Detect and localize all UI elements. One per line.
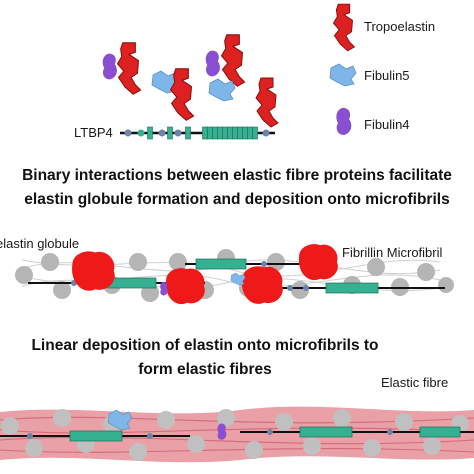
linear-deposition-heading-line1: Linear deposition of elastin onto microf… bbox=[31, 337, 378, 354]
fibulin4-protein bbox=[217, 423, 227, 440]
ltbp4-label: LTBP4 bbox=[74, 125, 113, 140]
protein-complexes-panel bbox=[102, 34, 279, 128]
fibulin4-protein bbox=[205, 50, 220, 77]
tropoelastin-legend-icon bbox=[333, 3, 355, 52]
ltbp4-molecule: LTBP4 bbox=[74, 125, 275, 140]
fibulin5-legend-icon bbox=[329, 63, 357, 87]
microfibril-panel: elastin globule Fibrillin Microfibril bbox=[0, 236, 454, 305]
fibulin4-legend-icon bbox=[336, 107, 352, 135]
tropoelastin-protein bbox=[116, 42, 142, 95]
binary-interactions-heading-line1: Binary interactions between elastic fibr… bbox=[22, 167, 452, 184]
elastic-fibre-label: Elastic fibre bbox=[381, 375, 448, 390]
fibre-beads bbox=[1, 409, 469, 461]
legend: Tropoelastin Fibulin5 Fibulin4 bbox=[329, 3, 435, 135]
elastic-fibre-panel: Elastic fibre bbox=[0, 375, 474, 463]
legend-fibulin4-label: Fibulin4 bbox=[364, 117, 410, 132]
tropoelastin-protein bbox=[169, 68, 195, 121]
linear-deposition-heading-line2: form elastic fibres bbox=[138, 361, 272, 378]
legend-fibulin5-label: Fibulin5 bbox=[364, 68, 410, 83]
fibre-ltbp4-strands bbox=[0, 426, 474, 442]
fibulin4-protein bbox=[102, 53, 117, 80]
elastin-globule-label: elastin globule bbox=[0, 236, 79, 251]
tropoelastin-protein bbox=[255, 77, 279, 128]
fibulin5-protein bbox=[208, 78, 236, 102]
legend-tropoelastin-label: Tropoelastin bbox=[364, 19, 435, 34]
fibrillin-microfibril-label: Fibrillin Microfibril bbox=[342, 245, 443, 260]
tropoelastin-protein bbox=[220, 34, 246, 87]
binary-interactions-heading-line2: elastin globule formation and deposition… bbox=[24, 191, 449, 208]
elastic-fibre-strands bbox=[0, 416, 474, 453]
